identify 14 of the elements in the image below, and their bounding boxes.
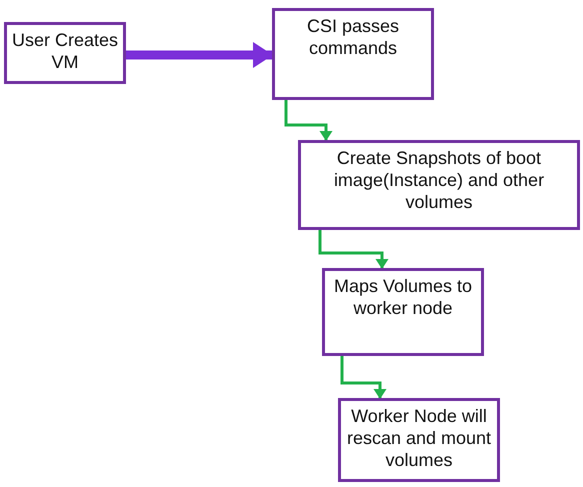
process-box xyxy=(272,8,434,100)
box-label: CSI passes commands xyxy=(306,15,400,59)
box-label: Maps Volumes to worker node xyxy=(332,275,474,319)
process-box xyxy=(338,398,500,482)
box-label: Worker Node will rescan and mount volumes xyxy=(346,405,492,471)
process-box xyxy=(298,140,580,230)
arrow xyxy=(318,230,388,269)
box-label: Create Snapshots of boot image(Instance) and other volumes xyxy=(332,147,546,213)
arrow xyxy=(340,356,386,399)
arrow xyxy=(284,100,332,141)
arrow xyxy=(126,42,273,68)
process-box xyxy=(322,268,484,356)
box-label: User Creates VM xyxy=(10,29,120,73)
process-box xyxy=(4,22,126,84)
